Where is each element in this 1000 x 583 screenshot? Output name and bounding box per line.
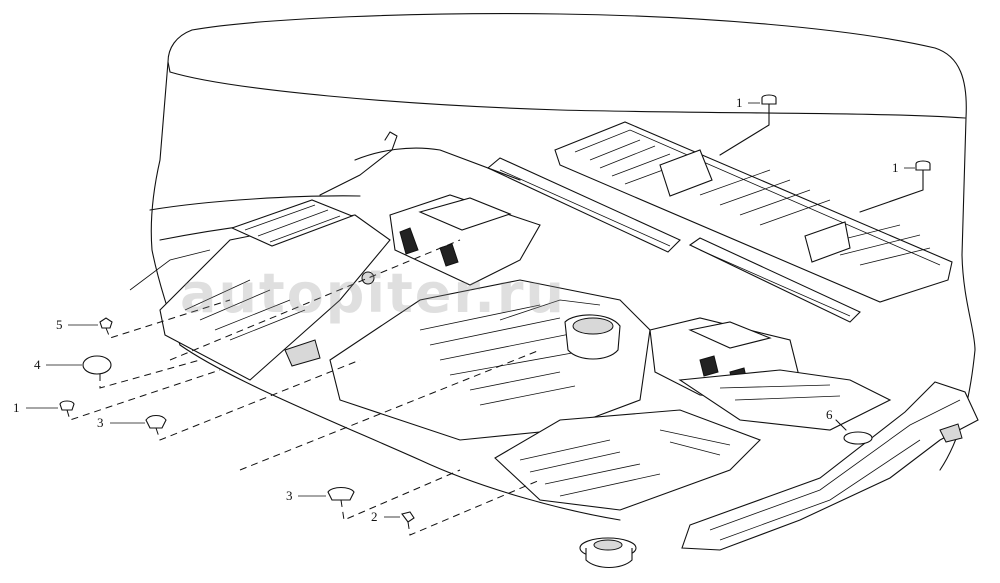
callout-label-3-left: 3 [97, 415, 104, 430]
callout-label-1-left: 1 [13, 400, 20, 415]
grommet-bottom [579, 537, 637, 569]
watermark-text: autopiter.ru [180, 262, 566, 325]
front-right-floor-panel [494, 369, 892, 511]
callout-label-1-right: 1 [892, 160, 899, 175]
rear-floor-panel [554, 121, 953, 303]
callout-label-1-top: 1 [736, 95, 743, 110]
floor-side-rails [354, 147, 861, 323]
front-left-floor-panel [129, 131, 398, 381]
callout-label-5: 5 [56, 317, 63, 332]
callout-label-3-bottom: 3 [286, 488, 293, 503]
center-floor-tunnel [329, 279, 651, 441]
callout-parts [26, 94, 931, 536]
center-crossmember [361, 194, 541, 301]
callout-label-2: 2 [371, 509, 378, 524]
right-side-sill [681, 381, 979, 551]
callout-label-4: 4 [34, 357, 41, 372]
callout-label-6: 6 [826, 407, 833, 422]
